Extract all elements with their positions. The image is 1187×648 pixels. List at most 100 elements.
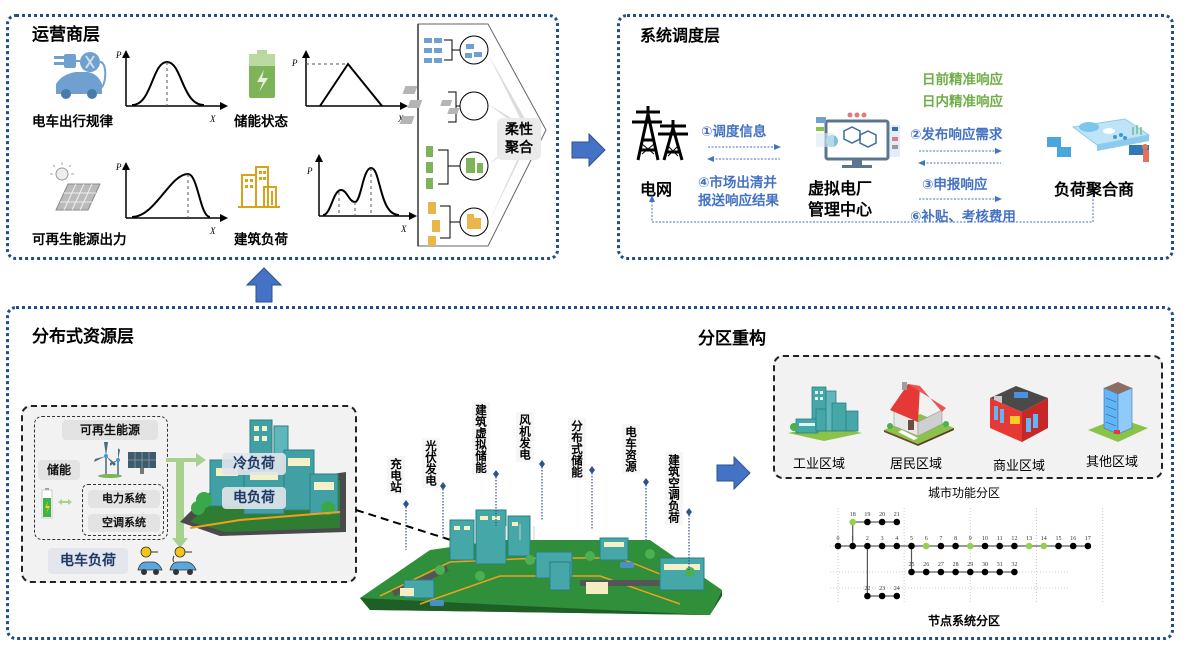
- node-label-26: 26: [923, 562, 929, 568]
- step3-declare-response: ③申报响应: [922, 177, 988, 193]
- svg-text:P: P: [115, 162, 122, 172]
- node-label-27: 27: [938, 562, 944, 568]
- svg-text:P: P: [306, 166, 313, 176]
- city-label-building-virtual-storage: 建筑虚拟储能: [472, 402, 490, 475]
- node-19: [864, 518, 871, 526]
- node-label-24: 24: [894, 586, 900, 592]
- node-5: [908, 542, 915, 550]
- step4-line2: 报送响应结果: [698, 193, 779, 209]
- node-4: [893, 542, 901, 550]
- svg-text:X: X: [397, 114, 404, 124]
- svg-text:X: X: [209, 226, 216, 236]
- node-22: [864, 592, 871, 600]
- zone-industrial-label: 工业区域: [793, 457, 846, 472]
- node-2: [864, 542, 871, 550]
- residential-zone-icon: [884, 382, 954, 446]
- node-label-15: 15: [1056, 536, 1062, 542]
- power-system-chip: 电力系统: [88, 490, 160, 508]
- resource-layer-panel: [6, 306, 1174, 640]
- node-label-3: 3: [881, 536, 884, 542]
- axis-x-label: X: [209, 114, 216, 124]
- industrial-zone-icon: [788, 386, 862, 441]
- node-30: [981, 568, 989, 576]
- building-load-chart: P X: [306, 154, 417, 234]
- node-label-18: 18: [850, 512, 856, 518]
- step6-feedback-line: [649, 192, 1094, 223]
- node-label-20: 20: [879, 512, 885, 518]
- zone-other-label: 其他区域: [1086, 455, 1139, 470]
- step2-publish-demand: ②发布响应需求: [910, 127, 1003, 143]
- node-label-2: 2: [866, 536, 869, 542]
- ev-travel-label: 电车出行规律: [32, 114, 113, 130]
- node-17: [1084, 542, 1092, 550]
- operator-layer-panel: [6, 14, 559, 260]
- node-14: [1040, 542, 1048, 550]
- resource-layer-title: 分布式资源层: [32, 327, 134, 347]
- zone-commercial-label: 商业区域: [993, 459, 1046, 474]
- axis-y-label: P: [115, 50, 122, 60]
- wind-solar-icon: [94, 442, 156, 478]
- node-label-11: 11: [997, 536, 1003, 542]
- city-label-wind: 风机发电: [516, 412, 534, 462]
- building-load-label: 建筑负荷: [234, 232, 288, 248]
- node-0: [834, 542, 842, 550]
- node-24: [893, 592, 901, 600]
- zone-residential-label: 居民区域: [890, 457, 943, 472]
- cold-load-chip: 冷负荷: [222, 453, 286, 475]
- load-aggregator-icon: [1047, 118, 1151, 162]
- arrow-right-icon: [571, 132, 606, 168]
- vpp-monitor-icon: [816, 112, 900, 168]
- node-label-9: 9: [969, 536, 972, 542]
- node-label-5: 5: [910, 536, 913, 542]
- node-label-0: 0: [837, 536, 840, 542]
- city-label-distributed-storage: 分布式储能: [568, 418, 586, 480]
- node-label-28: 28: [953, 562, 959, 568]
- renewable-storage-box: [34, 416, 168, 540]
- ev-travel-curve-chart: P X: [115, 50, 228, 124]
- node-21: [893, 518, 901, 526]
- day-ahead-response: 日前精准响应: [922, 72, 1003, 88]
- node-label-25: 25: [909, 562, 915, 568]
- commercial-zone-icon: [990, 386, 1048, 442]
- dispatch-layer-panel: [617, 14, 1174, 260]
- node-label-23: 23: [879, 586, 885, 592]
- city-function-caption: 城市功能分区: [928, 486, 1001, 500]
- other-zone-icon: [1088, 382, 1148, 442]
- node-11: [996, 542, 1003, 550]
- node-label-22: 22: [864, 586, 870, 592]
- flexible-aggregation-label: 柔性 聚合: [497, 118, 541, 160]
- node-system-caption: 节点系统分区: [928, 614, 1001, 628]
- node-label-10: 10: [982, 536, 988, 542]
- node-29: [967, 568, 974, 576]
- arrow-right-partition-icon: [716, 455, 751, 491]
- node-label-31: 31: [997, 562, 1003, 568]
- node-label-16: 16: [1070, 536, 1076, 542]
- battery-storage-icon: [41, 488, 72, 519]
- city-label-pv: 光伏发电: [422, 438, 440, 488]
- node-31: [996, 568, 1003, 576]
- node-7: [937, 542, 945, 550]
- vpp-label-line1: 虚拟电厂: [808, 179, 873, 198]
- node-9: [967, 542, 974, 550]
- smart-city-illustration: [360, 509, 722, 615]
- aggregation-line2: 聚合: [505, 140, 533, 156]
- city-label-ev-resource: 电车资源: [622, 424, 640, 474]
- node-10: [981, 542, 989, 550]
- step2-arrows: [918, 148, 1002, 166]
- node-label-19: 19: [864, 512, 870, 518]
- node-12: [1011, 542, 1018, 550]
- intraday-response: 日内精准响应: [922, 94, 1003, 110]
- city-label-building-ac-load: 建筑空调负荷: [665, 452, 683, 525]
- dispatch-layer-title: 系统调度层: [640, 26, 721, 45]
- node-16: [1069, 542, 1077, 550]
- solar-panel-icon: [50, 162, 101, 211]
- node-label-1: 1: [851, 536, 854, 542]
- step3-arrow-right: [919, 196, 1002, 202]
- ac-system-chip: 空调系统: [88, 514, 160, 532]
- svg-text:X: X: [400, 224, 407, 234]
- node-label-17: 17: [1085, 536, 1091, 542]
- storage-state-chart: P X: [291, 50, 408, 124]
- power-grid-tower-icon: [632, 106, 688, 161]
- energy-flow-arrows: [166, 453, 206, 548]
- node-20: [878, 518, 886, 526]
